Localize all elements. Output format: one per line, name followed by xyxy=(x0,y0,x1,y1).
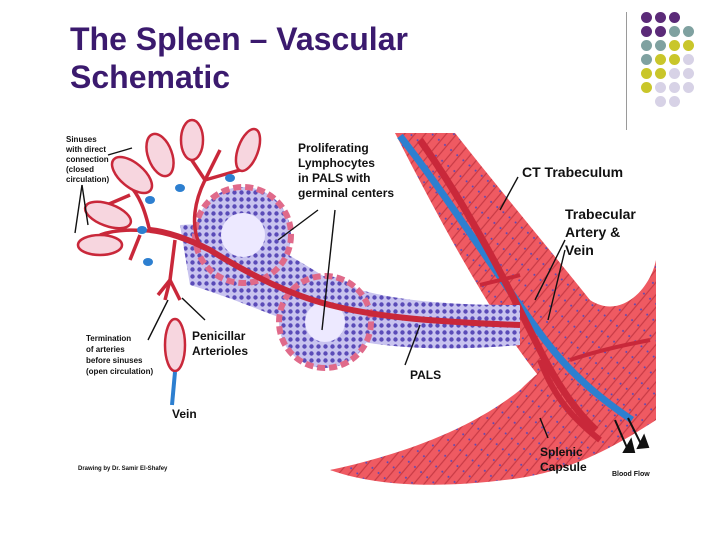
decorative-dot xyxy=(669,40,680,51)
svg-text:in PALS with: in PALS with xyxy=(298,171,370,185)
central-artery xyxy=(149,227,521,328)
svg-text:Termination: Termination xyxy=(86,334,131,343)
svg-text:Lymphocytes: Lymphocytes xyxy=(298,156,375,170)
svg-text:Artery &: Artery & xyxy=(565,224,620,240)
label-vein: Vein xyxy=(172,407,197,421)
svg-text:of arteries: of arteries xyxy=(86,345,125,354)
sinus-connections xyxy=(137,174,235,266)
decorative-dot xyxy=(683,68,694,79)
decorative-dot xyxy=(669,12,680,23)
decorative-dot xyxy=(669,26,680,37)
decorative-dot xyxy=(655,54,666,65)
svg-text:circulation): circulation) xyxy=(66,175,109,184)
decorative-dot xyxy=(655,40,666,51)
leader-lines xyxy=(74,147,566,439)
decorative-dot xyxy=(669,54,680,65)
svg-text:(closed: (closed xyxy=(66,165,94,174)
svg-text:Sinuses: Sinuses xyxy=(66,135,97,144)
decorative-dot xyxy=(641,54,652,65)
decorative-dot xyxy=(655,26,666,37)
svg-text:Penicillar: Penicillar xyxy=(192,329,246,343)
decorative-dot xyxy=(641,12,652,23)
svg-text:Proliferating: Proliferating xyxy=(298,141,369,155)
svg-text:before sinuses: before sinuses xyxy=(86,356,143,365)
svg-text:Splenic: Splenic xyxy=(540,445,583,459)
decorative-dot xyxy=(669,96,680,107)
svg-text:Vein: Vein xyxy=(565,242,594,258)
decorative-dot xyxy=(683,40,694,51)
title-line-2: Schematic xyxy=(70,59,231,95)
decorative-dot xyxy=(655,68,666,79)
label-splenic-capsule: Splenic Capsule xyxy=(540,445,587,474)
svg-text:(open circulation): (open circulation) xyxy=(86,367,153,376)
decorative-dot xyxy=(683,26,694,37)
title-divider xyxy=(626,12,627,130)
vein-vessel xyxy=(170,371,177,406)
label-termination: Termination of arteries before sinuses (… xyxy=(86,334,153,376)
drawing-credit: Drawing by Dr. Samir El-Shafey xyxy=(78,466,168,472)
decorative-dot xyxy=(655,12,666,23)
decorative-dot xyxy=(641,68,652,79)
decorative-dot xyxy=(641,26,652,37)
slide-title: The Spleen – Vascular Schematic xyxy=(70,20,550,96)
title-line-1: The Spleen – Vascular xyxy=(70,21,408,57)
decorative-dot xyxy=(683,54,694,65)
trabecular-vessels xyxy=(397,133,651,443)
decorative-dot xyxy=(655,96,666,107)
decorative-dot xyxy=(683,82,694,93)
decorative-dot xyxy=(655,82,666,93)
decorative-dot xyxy=(669,82,680,93)
decorative-dot xyxy=(669,68,680,79)
label-pals: PALS xyxy=(410,368,441,382)
svg-text:Arterioles: Arterioles xyxy=(192,344,248,358)
label-trabecular-artery-vein: Trabecular Artery & Vein xyxy=(565,206,636,258)
venous-sinuses xyxy=(76,118,262,373)
decorative-dot xyxy=(641,82,652,93)
svg-text:germinal centers: germinal centers xyxy=(298,186,394,200)
svg-text:connection: connection xyxy=(66,155,109,164)
blood-flow-arrows xyxy=(614,417,650,453)
label-sinuses: Sinuses with direct connection (closed c… xyxy=(65,135,109,184)
svg-text:Capsule: Capsule xyxy=(540,460,587,474)
label-proliferating-lymphocytes: Proliferating Lymphocytes in PALS with g… xyxy=(298,141,394,200)
svg-text:Trabecular: Trabecular xyxy=(565,206,636,222)
label-penicillar-arterioles: Penicillar Arterioles xyxy=(192,329,248,358)
decorative-dot xyxy=(641,40,652,51)
label-ct-trabeculum: CT Trabeculum xyxy=(522,164,623,180)
label-blood-flow: Blood Flow xyxy=(612,471,650,478)
svg-text:with direct: with direct xyxy=(65,145,106,154)
